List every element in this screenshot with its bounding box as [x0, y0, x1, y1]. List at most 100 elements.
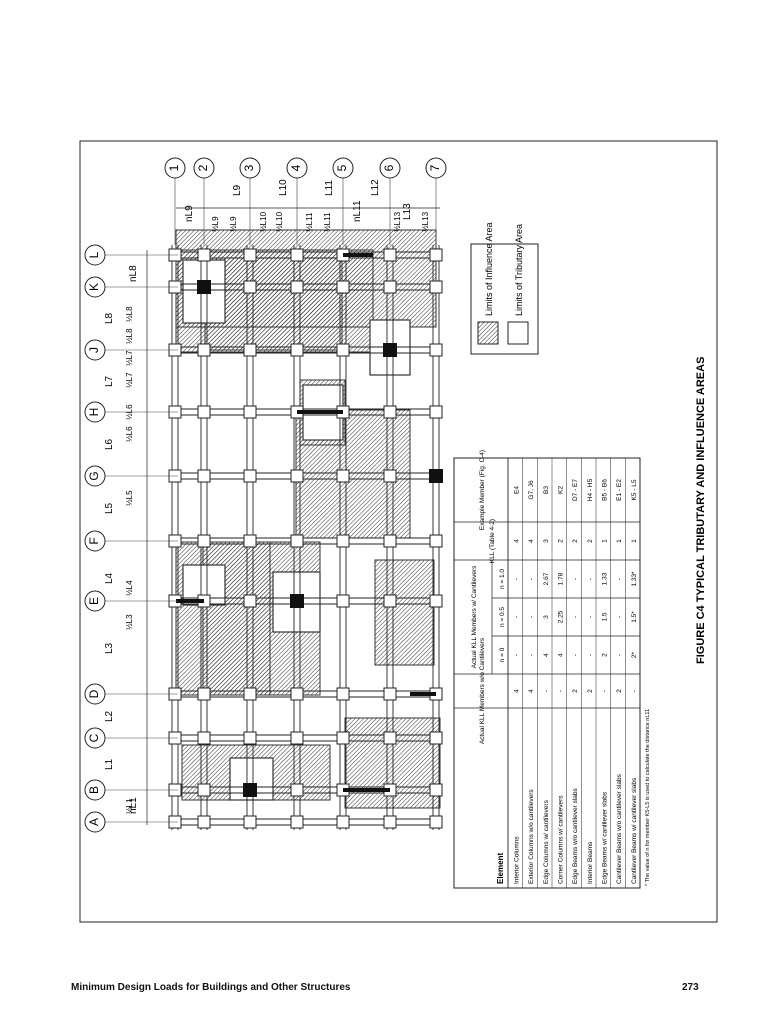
- table-cell: H4 - H5: [587, 478, 594, 501]
- table-header-n0: n = 0: [499, 647, 506, 662]
- n-dim-label: nL8: [128, 265, 139, 282]
- table-header-w: Actual KLL Members w/ Cantilevers: [471, 565, 478, 668]
- example-column: [197, 280, 211, 294]
- grid-label: H: [87, 408, 101, 417]
- column: [383, 815, 397, 829]
- table-cell: E4: [514, 486, 521, 494]
- half-dim-label: ½L9: [229, 216, 238, 232]
- span-label: L4: [104, 572, 115, 584]
- span-label: L6: [104, 438, 115, 450]
- example-column: [383, 343, 397, 357]
- legend-influence-label: Limits of Influence Area: [484, 222, 494, 316]
- table-cell-element: Cantilever Beams w/o cantilever slabs: [616, 773, 623, 884]
- column: [290, 783, 304, 797]
- table-cell: 2*: [631, 651, 638, 658]
- column: [336, 731, 350, 745]
- table-cell: E1 - E2: [616, 479, 623, 501]
- column: [197, 405, 211, 419]
- column: [290, 534, 304, 548]
- table-cell: 4: [528, 689, 535, 693]
- legend-tributary-label: Limits of Tributary Area: [514, 224, 524, 316]
- table-cell: B5 - B6: [602, 479, 609, 501]
- column: [383, 280, 397, 294]
- table-header-element: Element: [496, 853, 505, 884]
- grid-label: 7: [428, 164, 442, 171]
- column: [429, 534, 443, 548]
- table-cell: 3: [543, 615, 550, 619]
- table-cell: 2.67: [543, 572, 550, 585]
- legend-influence-swatch: [477, 321, 499, 345]
- half-dim-label: ½L10: [275, 211, 284, 232]
- column: [429, 594, 443, 608]
- grid-label: B: [87, 786, 101, 794]
- half-dim-label: ½L4: [125, 580, 134, 596]
- table-cell: -: [514, 654, 521, 656]
- footer-page-number: 273: [682, 982, 699, 993]
- table-cell: G7, J6: [528, 480, 535, 500]
- half-dim-label: ½L1: [125, 798, 134, 814]
- column: [429, 248, 443, 262]
- figure-caption: FIGURE C4 TYPICAL TRIBUTARY AND INFLUENC…: [695, 357, 707, 664]
- span-label: L9: [232, 184, 243, 196]
- table-cell: -: [528, 616, 535, 618]
- table-cell: -: [572, 654, 579, 656]
- table-cell: 4: [528, 539, 535, 543]
- column: [383, 731, 397, 745]
- half-dim-label: ½L3: [125, 614, 134, 630]
- table-cell: 2: [587, 689, 594, 693]
- span-label: L2: [104, 710, 115, 722]
- table-cell: 1.33: [602, 572, 609, 585]
- column: [336, 815, 350, 829]
- column: [429, 343, 443, 357]
- column: [383, 469, 397, 483]
- table-cell: K5 - L5: [631, 479, 638, 500]
- table-cell: 3: [543, 539, 550, 543]
- table-cell: -: [587, 616, 594, 618]
- table-cell: K2: [558, 486, 565, 494]
- column: [243, 687, 257, 701]
- table-cell: -: [543, 690, 550, 692]
- table-cell: 1.33*: [631, 571, 638, 587]
- half-dim-label: ½L13: [421, 211, 430, 232]
- column: [197, 248, 211, 262]
- column: [290, 731, 304, 745]
- span-label: L1: [104, 758, 115, 770]
- column: [383, 687, 397, 701]
- influence-area: [374, 559, 435, 666]
- grid-label: G: [87, 471, 101, 480]
- column: [197, 469, 211, 483]
- grid-label: 2: [196, 164, 210, 171]
- column: [429, 815, 443, 829]
- span-label: L11: [324, 180, 335, 196]
- grid-label: J: [87, 347, 101, 353]
- table-cell: -: [616, 578, 623, 580]
- grid-label: 4: [289, 164, 303, 171]
- span-label: L7: [104, 375, 115, 387]
- table-cell: -: [616, 616, 623, 618]
- column: [336, 687, 350, 701]
- column: [336, 534, 350, 548]
- table-cell: -: [558, 690, 565, 692]
- n-dim-label: nL1: [128, 797, 139, 814]
- table-cell-element: Cantilever Beams w/ cantilever slabs: [631, 777, 638, 884]
- table-cell: 2.25: [558, 610, 565, 623]
- column: [290, 280, 304, 294]
- column: [383, 594, 397, 608]
- grid-label: 6: [382, 164, 396, 171]
- table-cell: -: [572, 616, 579, 618]
- table-cell: -: [587, 654, 594, 656]
- table-cell-element: Edge Beams w/ cantilever slabs: [602, 791, 609, 884]
- table-cell: -: [528, 654, 535, 656]
- column: [336, 594, 350, 608]
- grid-label: E: [87, 597, 101, 605]
- half-dim-label: ½L13: [393, 211, 402, 232]
- column: [243, 594, 257, 608]
- table-cell: -: [616, 654, 623, 656]
- table-header-n10: n = 1.0: [499, 569, 506, 589]
- grid-label: K: [87, 283, 101, 291]
- half-dim-label: ½L8: [125, 306, 134, 322]
- table-cell: 1: [602, 539, 609, 543]
